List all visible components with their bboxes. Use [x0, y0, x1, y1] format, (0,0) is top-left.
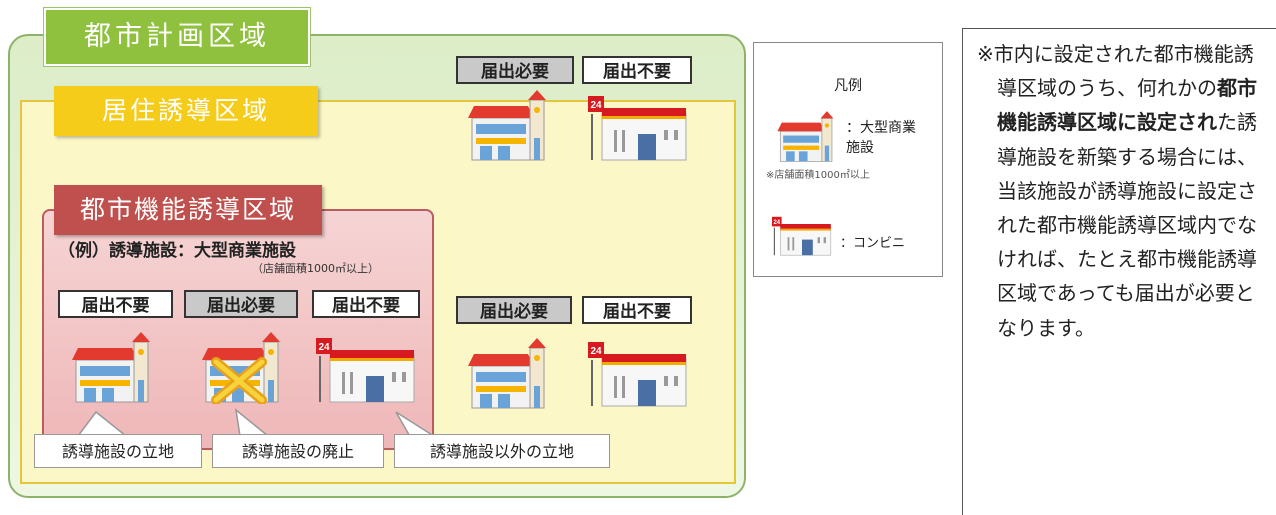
callout-other-facility-siting: 誘導施設以外の立地	[394, 434, 610, 468]
store-24-sign: 24	[773, 220, 780, 226]
badge-required-residential-mall: 届出必要	[456, 296, 572, 324]
large-commercial-facility-icon	[72, 332, 150, 403]
badge-required-city-mall: 届出必要	[456, 56, 574, 84]
callout-facility-siting: 誘導施設の立地	[34, 434, 202, 468]
convenience-store-icon: 24	[588, 342, 687, 407]
badge-not-required-residential-store: 届出不要	[582, 296, 692, 324]
legend-mall-label: ：大型商業施設	[846, 120, 916, 156]
example-floor-area-note: （店舗面積1000㎡以上）	[252, 262, 379, 275]
large-commercial-facility-icon	[468, 338, 546, 409]
store-24-sign: 24	[590, 100, 602, 111]
note-text-part1: ※市内に設定された都市機能誘導区域のうち、何れかの	[977, 42, 1254, 101]
legend-large-commercial-facility-icon	[777, 111, 834, 162]
abolished-facility-icon	[202, 332, 280, 404]
legend-convenience-label: ：コンビニ	[840, 236, 906, 251]
convenience-store-icon: 24	[588, 96, 687, 161]
callout-facility-abolition: 誘導施設の廃止	[212, 434, 384, 468]
residential-area-title: 居住誘導区域	[54, 86, 318, 136]
store-24-sign: 24	[318, 342, 330, 353]
legend-mall-note: ※店舗面積1000㎡以上	[766, 170, 870, 181]
badge-not-required-urban-store: 届出不要	[312, 290, 420, 318]
legend: 凡例 ：大型商業施設 ※店舗面積1000㎡以上 24 ：コンビニ	[753, 42, 943, 277]
city-planning-area-title: 都市計画区域	[44, 8, 310, 66]
legend-convenience-store-icon: 24	[772, 216, 832, 256]
legend-title: 凡例	[834, 78, 862, 94]
badge-not-required-urban-siting: 届出不要	[58, 290, 173, 318]
convenience-store-icon: 24	[316, 338, 415, 403]
explanatory-note: ※市内に設定された都市機能誘導区域のうち、何れかの都市機能誘導区域に設定された誘…	[977, 37, 1273, 345]
urban-area-title: 都市機能誘導区域	[54, 185, 322, 235]
badge-not-required-city-store: 届出不要	[582, 56, 692, 84]
large-commercial-facility-icon	[468, 90, 546, 161]
note-text-emphasis: 都市機能誘導区域に設定され	[997, 76, 1257, 135]
store-24-sign: 24	[590, 346, 602, 357]
explanatory-note-box: ※市内に設定された都市機能誘導区域のうち、何れかの都市機能誘導区域に設定された誘…	[962, 28, 1276, 515]
note-text-part2: た誘導施設を新築する場合には、当該施設が誘導施設に設定された都市機能誘導区域内で…	[997, 110, 1257, 340]
badge-required-urban-abolition: 届出必要	[184, 290, 298, 318]
example-facility-text: （例）誘導施設：大型商業施設	[58, 241, 296, 261]
